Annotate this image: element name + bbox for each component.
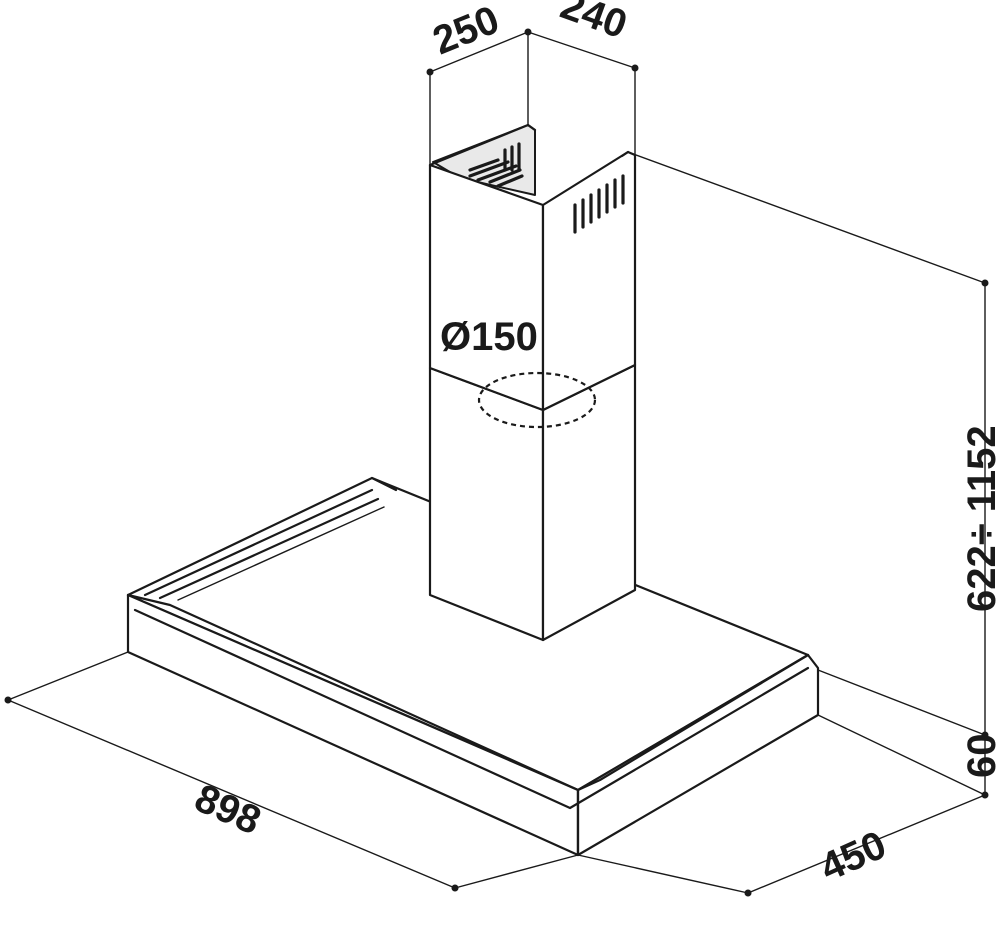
- upper-chimney: [428, 123, 637, 412]
- height-range-label: 622÷ 1152: [960, 425, 1000, 612]
- canopy-thickness-label: 60: [960, 734, 1000, 779]
- dimension-endpoints: [4, 28, 989, 897]
- rear-vent-slots: [468, 142, 524, 188]
- lower-chimney: [428, 363, 637, 642]
- depth-label: 450: [814, 823, 893, 890]
- duct-diameter-label: Ø150: [440, 315, 538, 359]
- dimension-lines: [7, 31, 986, 894]
- chimney-width-label: 240: [555, 0, 633, 47]
- width-label: 898: [188, 776, 267, 843]
- chimney-depth-label: 250: [427, 0, 505, 63]
- hood-canopy: [126, 476, 820, 857]
- side-vent-slots: [573, 174, 625, 234]
- duct-outlet-outline: [477, 371, 597, 429]
